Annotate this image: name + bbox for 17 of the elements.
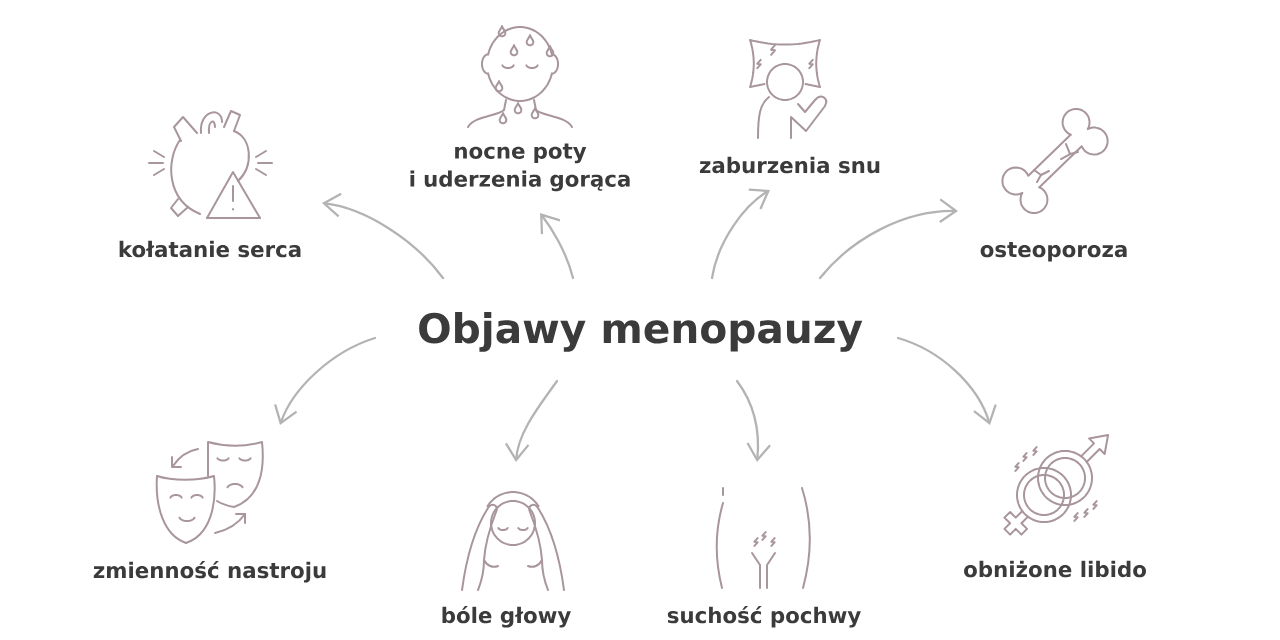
symptom-label: zmienność nastroju — [93, 560, 326, 583]
curved-arrow — [504, 379, 559, 462]
curved-arrow — [896, 336, 997, 425]
curved-arrow — [735, 379, 771, 462]
central-title: Objawy menopauzy — [419, 312, 863, 352]
curved-arrow — [710, 188, 770, 280]
symptom-label: obniżone libido — [964, 560, 1146, 578]
symptom-label: bóle głowy — [442, 605, 571, 628]
curved-arrow — [540, 213, 575, 280]
symptom-label: nocne poty i uderzenia gorąca — [410, 143, 630, 192]
symptom-label: zaburzenia snu — [699, 156, 880, 174]
symptom-label: osteoporoza — [980, 242, 1127, 262]
curved-arrow — [818, 198, 958, 280]
curved-arrow — [322, 192, 445, 280]
symptom-label: suchość pochwy — [667, 605, 861, 628]
curved-arrow — [274, 336, 377, 425]
symptom-label: kołatanie serca — [119, 240, 301, 258]
